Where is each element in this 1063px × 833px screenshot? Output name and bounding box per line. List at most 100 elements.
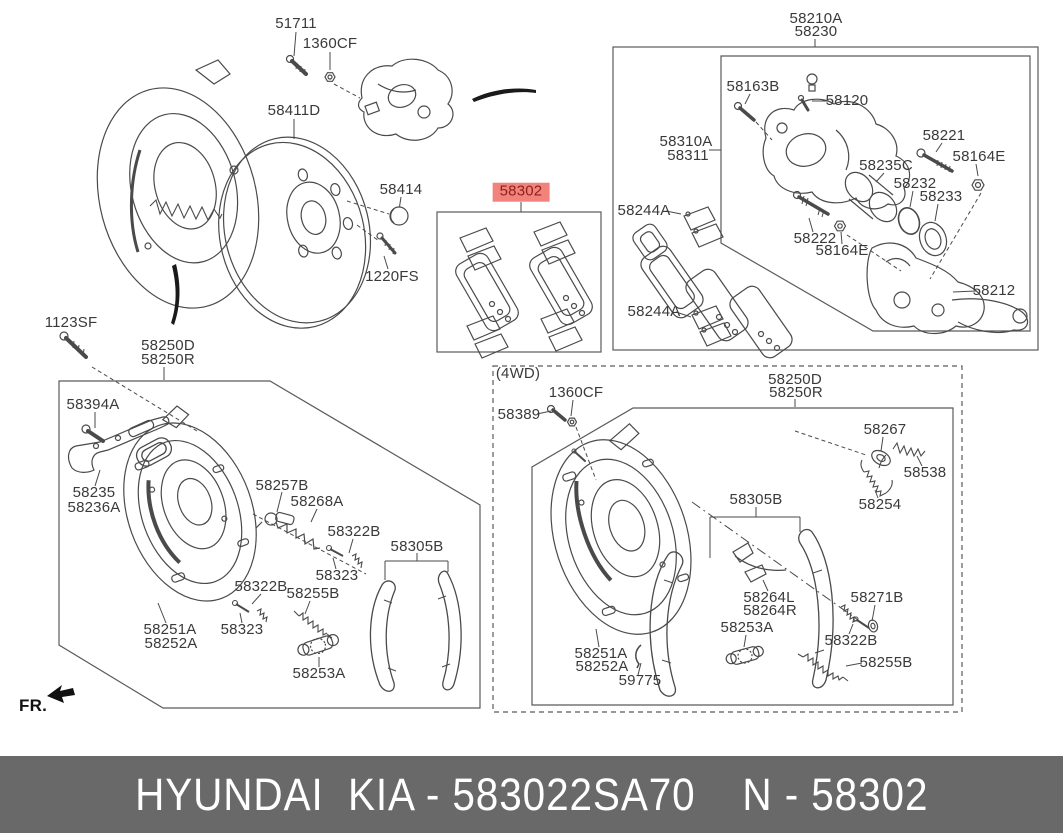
four-wd-box: [492, 365, 963, 713]
brake-shoes-58305b-4wd-drawing: [649, 528, 834, 697]
part-label-58323-left-2: 58323: [220, 621, 264, 639]
backing-plate-4wd-drawing: [550, 423, 692, 635]
part-label-58164e-2: 58164E: [815, 242, 869, 260]
part-label-58233: 58233: [919, 188, 963, 206]
nut-58164e-1-drawing: [971, 179, 985, 191]
shoe-spring-drawing: [149, 198, 223, 222]
pin-spring-58322b-2-drawing: [231, 599, 268, 623]
rotation-swoosh-left: [171, 264, 180, 325]
nut-58164e-2-drawing: [833, 220, 847, 232]
cable-bracket-58235-drawing: [67, 416, 170, 473]
bolt-58394a-drawing: [81, 424, 105, 443]
part-label-1220fs: 1220FS: [365, 268, 419, 286]
part-label-58411d: 58411D: [267, 102, 321, 120]
bolt-51711-drawing: [285, 54, 308, 76]
spring-58254-drawing: [860, 459, 893, 497]
footer-part-number: N - 58302: [742, 768, 929, 820]
part-label-58389: 58389: [497, 406, 541, 424]
part-label-58235: 58235: [72, 484, 116, 502]
grease-cap-58414-drawing: [389, 206, 409, 226]
part-label-58264r: 58264R: [743, 602, 797, 620]
shoe-set-bracket-left: [384, 553, 449, 580]
part-label-58230: 58230: [794, 23, 838, 41]
part-label-58251a-left: 58251A: [143, 621, 197, 639]
caliper-inner-box: [720, 55, 1031, 332]
spring-58268a-drawing: [275, 521, 321, 550]
part-label-58322b-4wd: 58322B: [824, 632, 878, 650]
washer-58267-drawing: [871, 449, 891, 467]
part-label-58257b: 58257B: [255, 477, 309, 495]
leader-lines: [94, 31, 979, 676]
pad-kit-58302-drawing: [455, 221, 593, 359]
bolt-58389-drawing: [546, 404, 567, 422]
brake-shoes-58305b-left-drawing: [369, 570, 462, 692]
frame-boxes: [58, 46, 1039, 713]
part-label-58250r-left: 58250R: [141, 351, 195, 369]
rotation-swoosh-top: [472, 88, 536, 102]
part-label-58302[interactable]: 58302: [492, 182, 550, 202]
backing-plate-left-drawing: [123, 405, 257, 602]
guide-bolt-58221-drawing: [916, 148, 954, 173]
caliper-body-drawing: [762, 98, 911, 210]
part-label-4wd-caption: (4WD): [495, 365, 541, 383]
piston-seal-58232-drawing: [897, 207, 921, 235]
brake-pads-right-drawing: [632, 223, 793, 359]
four-wd-inner-box: [531, 407, 954, 706]
part-label-58414: 58414: [379, 181, 423, 199]
part-label-51711: 51711: [275, 15, 317, 33]
part-label-58538: 58538: [903, 464, 947, 482]
footer-text: HYUNDAI KIA - 583022SA70 N - 58302: [135, 769, 928, 821]
screw-4wd-drawing: [571, 448, 586, 462]
part-label-58311: 58311: [667, 147, 709, 165]
pin-spring-58322b-4wd-drawing: [840, 604, 870, 629]
part-label-58323-left-1: 58323: [315, 567, 359, 585]
lever-gasket-drawing: [135, 437, 173, 467]
brake-disc-drawing: [218, 136, 372, 329]
pad-kit-box: [436, 211, 602, 353]
part-label-58250d-4wd: 58250D: [768, 371, 822, 389]
part-label-58268a: 58268A: [290, 493, 344, 511]
part-label-58235c: 58235C: [859, 157, 913, 175]
parking-brake-assembly-drawing: [96, 59, 260, 309]
pin-spring-58322b-1-drawing: [325, 544, 363, 569]
bleeder-screw-58120-drawing: [797, 73, 818, 112]
part-label-58264l: 58264L: [743, 589, 795, 607]
pad-retainer-clips-58244a-drawing: [683, 206, 732, 347]
piston-boot-58233-drawing: [918, 221, 948, 257]
diagram-line-art: [47, 31, 1039, 713]
part-label-58120: 58120: [825, 92, 869, 110]
part-label-58253a-4wd: 58253A: [720, 619, 774, 637]
adjuster-lever-58257b-drawing: [255, 511, 295, 529]
part-label-58322b-left-1: 58322B: [327, 523, 381, 541]
clip-59775-drawing: [635, 644, 642, 669]
bolt-58163b-drawing: [733, 101, 756, 122]
dashed-leader-lines: [91, 83, 982, 621]
part-label-58252a-4wd: 58252A: [575, 658, 629, 676]
carrier-58212-drawing: [866, 242, 1029, 335]
part-label-58255b-left: 58255B: [286, 585, 340, 603]
part-label-58305b-left: 58305B: [390, 538, 444, 556]
part-label-58271b: 58271B: [850, 589, 904, 607]
part-label-58210a: 58210A: [789, 10, 843, 28]
caliper-outer-box: [612, 46, 1039, 351]
guide-rod-58222-drawing: [792, 190, 830, 218]
part-label-58164e-1: 58164E: [952, 148, 1006, 166]
part-label-58310a: 58310A: [659, 133, 713, 151]
footer-bar: HYUNDAI KIA - 583022SA70 N - 58302: [0, 756, 1063, 833]
return-spring-58255b-4wd-drawing: [797, 653, 849, 682]
part-label-58394a: 58394A: [66, 396, 120, 414]
front-direction-arrow-icon: [47, 685, 75, 703]
left-backing-plate-box: [58, 380, 481, 709]
adjuster-assembly-58253a-left-drawing: [297, 634, 340, 656]
part-label-1360cf-top: 1360CF: [302, 35, 358, 53]
nut-1360cf-4wd-drawing: [566, 417, 578, 427]
part-label-59775: 59775: [618, 672, 662, 690]
part-label-58252a-left: 58252A: [144, 635, 198, 653]
part-label-58267: 58267: [863, 421, 907, 439]
part-label-58250d-left: 58250D: [141, 337, 195, 355]
part-label-58250r-4wd: 58250R: [769, 384, 823, 402]
part-label-58244a-2: 58244A: [627, 303, 681, 321]
caliper-assembly-top-drawing: [357, 58, 454, 141]
